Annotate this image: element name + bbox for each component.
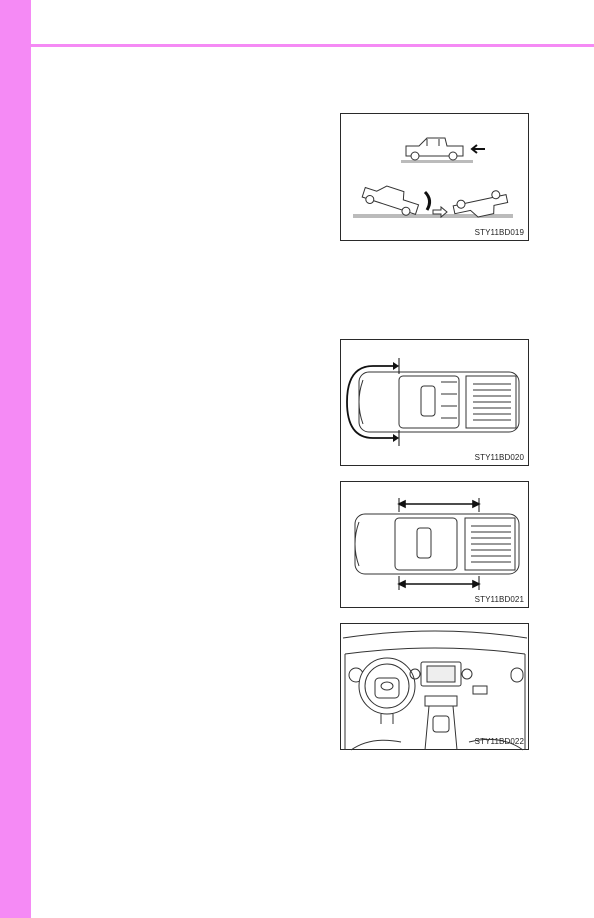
- truck-rollover-illustration: [353, 137, 513, 219]
- figure-code: STY11BD021: [474, 595, 524, 604]
- figure-turning: STY11BD020: [340, 339, 529, 466]
- figure-code: STY11BD022: [474, 737, 524, 746]
- truck-dashboard-illustration: [342, 630, 528, 751]
- figure-code: STY11BD020: [474, 453, 524, 462]
- truck-top-view-wheelbase-illustration: [354, 498, 520, 590]
- figure-rollover: STY11BD019: [340, 113, 529, 241]
- truck-top-view-turning-illustration: [346, 358, 520, 446]
- section-side-tab: [0, 0, 31, 918]
- figure-wheelbase: STY11BD021: [340, 481, 529, 608]
- figure-code: STY11BD019: [474, 228, 524, 237]
- header-rule: [0, 44, 594, 47]
- figure-dashboard: STY11BD022: [340, 623, 529, 751]
